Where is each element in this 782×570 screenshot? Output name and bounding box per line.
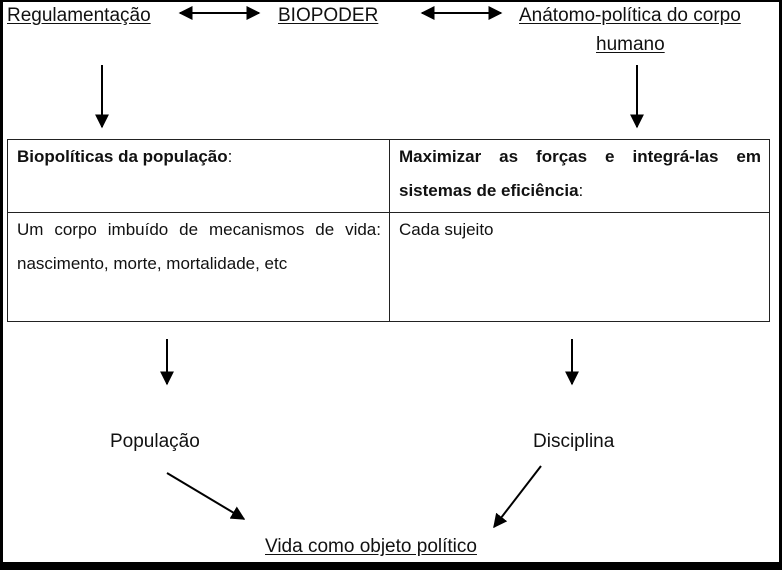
body-cell-sujeito: Cada sujeito <box>389 212 770 322</box>
header-text: Biopolíticas da população <box>17 147 228 166</box>
comparison-table: Biopolíticas da população: Maximizar as … <box>7 139 770 322</box>
label-anatomo-politica: Anátomo-política do corpo <box>519 5 741 26</box>
label-humano: humano <box>596 34 665 55</box>
label-regulamentacao: Regulamentação <box>7 5 151 26</box>
body-cell-corpo: Um corpo imbuído de mecanismos de vida: … <box>7 212 390 322</box>
label-vida-objeto-politico: Vida como objeto político <box>265 536 477 557</box>
label-populacao: População <box>110 431 200 452</box>
arrow-diagonal-right <box>493 465 542 529</box>
header-cell-biopoliticas: Biopolíticas da população: <box>7 139 390 213</box>
header-cell-maximizar: Maximizar as forças e integrá-las em sis… <box>389 139 770 213</box>
arrow-diagonal-left <box>166 472 246 520</box>
header-colon: : <box>578 181 584 200</box>
header-text: Maximizar as forças e integrá-las em sis… <box>399 147 761 200</box>
label-disciplina: Disciplina <box>533 431 615 452</box>
header-colon: : <box>227 147 233 166</box>
table-header-row: Biopolíticas da população: Maximizar as … <box>7 139 770 213</box>
label-biopoder: BIOPODER <box>278 5 379 26</box>
table-body-row: Um corpo imbuído de mecanismos de vida: … <box>7 212 770 322</box>
